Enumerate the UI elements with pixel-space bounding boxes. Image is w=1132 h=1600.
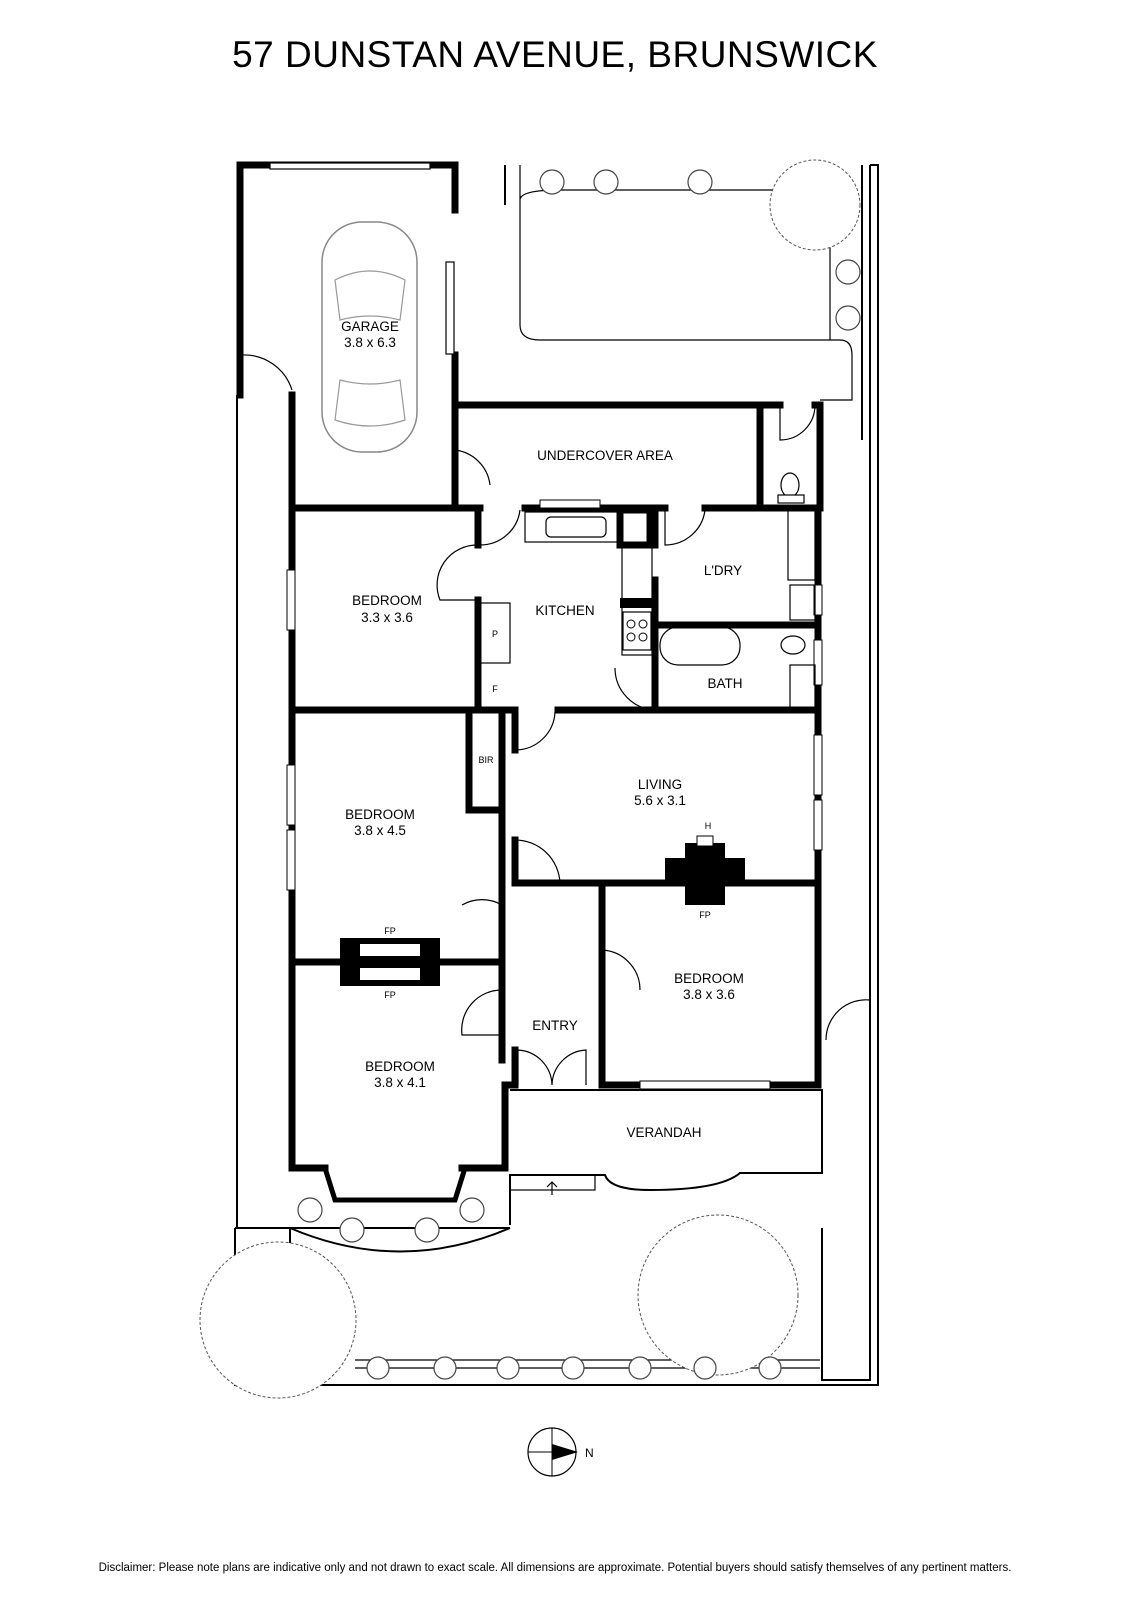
tree-icon bbox=[769, 159, 861, 251]
cooktop-icon bbox=[622, 611, 652, 651]
trees bbox=[199, 159, 861, 1399]
compass-north-label: N bbox=[585, 1446, 594, 1460]
fireplace-bottom-label: FP bbox=[384, 990, 396, 1000]
bir-label: BIR bbox=[478, 755, 494, 765]
fireplace-top-label: FP bbox=[384, 926, 396, 936]
kitchen-label: KITCHEN bbox=[535, 603, 594, 618]
bedroom1-dims: 3.3 x 3.6 bbox=[361, 610, 413, 625]
laundry-label: L'DRY bbox=[704, 563, 742, 578]
entry-arrow-icon bbox=[546, 1181, 558, 1195]
disclaimer: Disclaimer: Please note plans are indica… bbox=[98, 1562, 1012, 1574]
hearth-label: H bbox=[705, 821, 712, 831]
garage-label: GARAGE bbox=[341, 319, 399, 334]
bedroom3-label: BEDROOM bbox=[674, 971, 744, 986]
fireplace-living bbox=[665, 835, 745, 905]
bedroom2-dims: 3.8 x 4.5 bbox=[354, 823, 406, 838]
fireplace-bedrooms bbox=[340, 938, 440, 986]
pantry-label: P bbox=[492, 629, 498, 639]
compass-icon: N bbox=[527, 1427, 594, 1477]
bedroom2-label: BEDROOM bbox=[345, 807, 415, 822]
tree-icon bbox=[637, 1214, 799, 1376]
house-walls bbox=[286, 499, 823, 1172]
page-title: 57 DUNSTAN AVENUE, BRUNSWICK bbox=[232, 34, 878, 75]
front-garden-curve bbox=[289, 1227, 511, 1253]
door-swings bbox=[436, 508, 871, 1086]
bathtub-icon bbox=[659, 626, 741, 666]
undercover-label: UNDERCOVER AREA bbox=[537, 448, 673, 463]
verandah bbox=[509, 1089, 823, 1225]
bath-label: BATH bbox=[707, 676, 742, 691]
living-label: LIVING bbox=[638, 777, 682, 792]
living-dims: 5.6 x 3.1 bbox=[634, 793, 686, 808]
bedroom4-label: BEDROOM bbox=[365, 1059, 435, 1074]
fireplace-living-label: FP bbox=[699, 910, 711, 920]
undercover-walls bbox=[451, 401, 824, 512]
toilet-icon bbox=[780, 472, 800, 498]
entry-label: ENTRY bbox=[532, 1018, 578, 1033]
fridge-label: F bbox=[492, 684, 498, 694]
toilet-icon bbox=[780, 635, 806, 655]
tree-icon bbox=[199, 1241, 357, 1399]
car-icon bbox=[321, 221, 418, 453]
garage-walls bbox=[236, 161, 459, 509]
verandah-label: VERANDAH bbox=[626, 1125, 701, 1140]
bedroom1-label: BEDROOM bbox=[352, 593, 422, 608]
bay-window bbox=[322, 1167, 468, 1203]
garage-dims: 3.8 x 6.3 bbox=[344, 335, 396, 350]
kitchen-fixtures bbox=[479, 509, 816, 711]
bedroom4-dims: 3.8 x 4.1 bbox=[374, 1075, 426, 1090]
bedroom3-dims: 3.8 x 3.6 bbox=[683, 987, 735, 1002]
sink-icon bbox=[545, 516, 607, 538]
